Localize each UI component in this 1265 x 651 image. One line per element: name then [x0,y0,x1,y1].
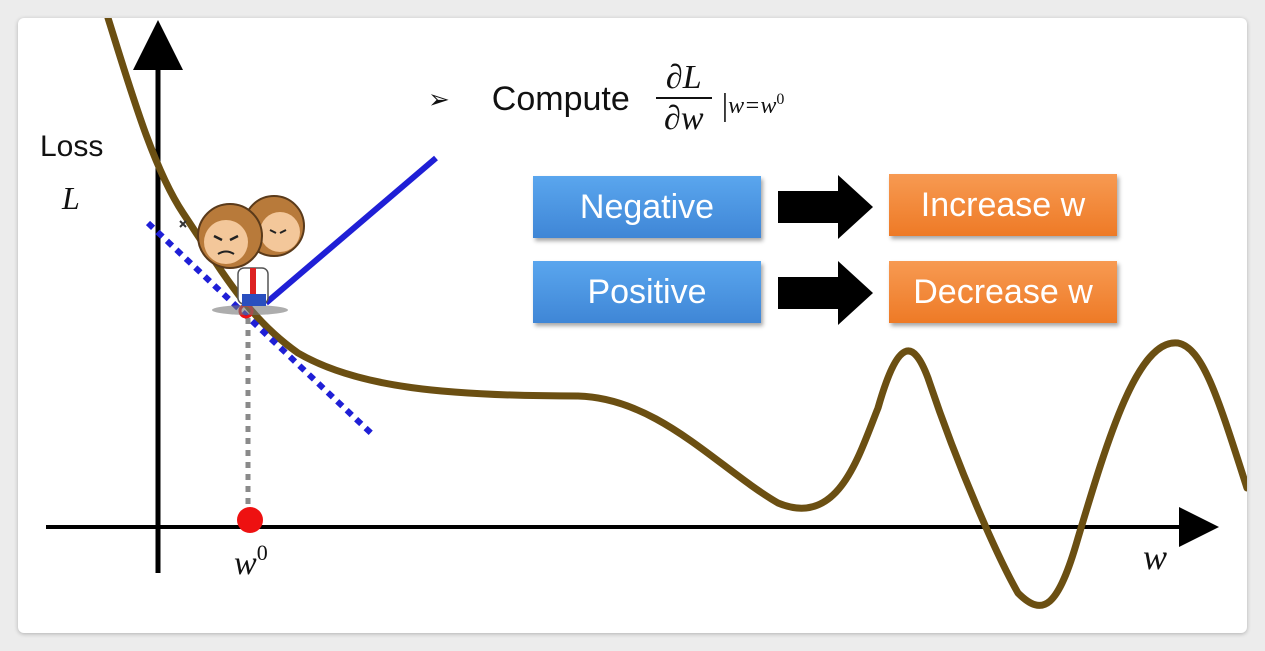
w0-point [237,507,263,533]
derivative-fraction: ∂L ∂w [655,59,712,139]
fraction-numerator: ∂L [665,59,702,96]
decrease-w-box: Decrease w [889,261,1117,323]
x-axis-label: w [1143,537,1168,577]
loss-curve [104,18,1247,609]
w0-superscript: 0 [256,540,268,565]
negative-box: Negative [533,176,761,238]
fraction-bar [655,97,712,99]
direction-line [264,155,438,306]
arrow-right-icon [778,261,873,325]
increase-w-box: Increase w [889,174,1117,236]
compute-derivative: ➢ Compute ∂L ∂w |w=w0 [428,54,784,144]
slide: Loss L w w0 ➢ Compute ∂L ∂w |w=w0 Negati… [18,18,1247,633]
w0-label: w0 [234,540,268,583]
bullet-icon: ➢ [428,83,450,114]
arrow-right-icon [778,175,873,239]
compute-text: Compute [491,79,630,118]
y-axis-label: Loss [40,130,104,163]
positive-box: Positive [533,261,761,323]
loss-diagram [46,18,1247,609]
y-axis-symbol: L [62,180,80,216]
condition-text: w=w [728,92,777,119]
condition-superscript: 0 [776,90,785,108]
w0-base: w [234,545,257,582]
tangent-line [145,220,376,438]
character-sprite-icon [179,195,305,315]
evaluation-condition: |w=w0 [721,85,785,122]
fraction-denominator: ∂w [664,100,704,137]
